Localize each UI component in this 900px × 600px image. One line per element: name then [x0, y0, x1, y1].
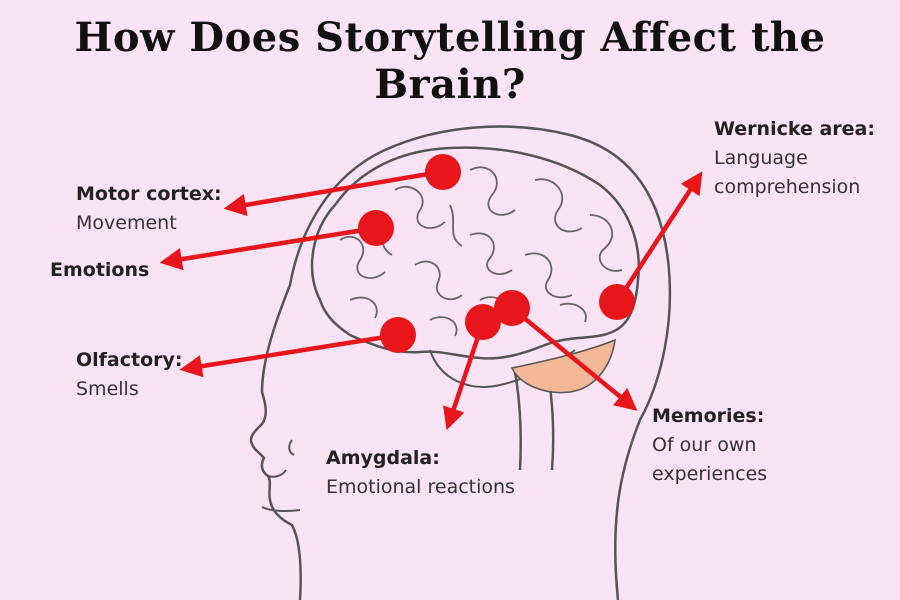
- label-wernicke: Wernicke area: Language comprehension: [714, 115, 875, 202]
- marker-olfactory: [380, 317, 416, 353]
- markers: [358, 154, 635, 353]
- arrow-olfactory: [179, 332, 399, 378]
- arrow-wernicke: [615, 171, 703, 304]
- label-amygdala: Amygdala: Emotional reactions: [326, 444, 515, 502]
- label-emotions: Emotions: [50, 256, 149, 285]
- marker-amygdala: [465, 304, 501, 340]
- amygdala-name: Amygdala:: [326, 447, 440, 469]
- arrow-emotions: [159, 225, 377, 271]
- wernicke-desc-line1: Language: [714, 147, 808, 169]
- marker-emotions: [358, 210, 394, 246]
- label-motor-cortex: Motor cortex: Movement: [76, 180, 222, 238]
- memories-desc-line2: experiences: [652, 463, 768, 485]
- memories-desc-line1: Of our own: [652, 434, 757, 456]
- label-memories: Memories: Of our own experiences: [652, 402, 767, 489]
- olfactory-desc: Smells: [76, 378, 139, 400]
- page-title: How Does Storytelling Affect the Brain?: [74, 14, 826, 108]
- arrow-memories: [510, 306, 638, 411]
- memories-name: Memories:: [652, 405, 765, 427]
- label-olfactory: Olfactory: Smells: [76, 346, 183, 404]
- olfactory-name: Olfactory:: [76, 349, 183, 371]
- marker-motor-cortex: [425, 154, 461, 190]
- arrows: [159, 169, 703, 431]
- motor-cortex-name: Motor cortex:: [76, 183, 222, 205]
- ear-outline: [267, 439, 295, 478]
- marker-memories: [494, 290, 530, 326]
- mouth-outline: [261, 506, 301, 512]
- wernicke-name: Wernicke area:: [714, 118, 875, 140]
- wernicke-desc-line2: comprehension: [714, 176, 861, 198]
- marker-wernicke: [599, 284, 635, 320]
- motor-cortex-desc: Movement: [76, 212, 177, 234]
- arrow-amygdala: [443, 321, 486, 431]
- cerebellum-shape: [510, 338, 616, 394]
- emotions-name: Emotions: [50, 259, 150, 281]
- arrow-motor-cortex: [223, 169, 441, 217]
- head-outline: [249, 125, 672, 600]
- amygdala-desc: Emotional reactions: [326, 476, 515, 498]
